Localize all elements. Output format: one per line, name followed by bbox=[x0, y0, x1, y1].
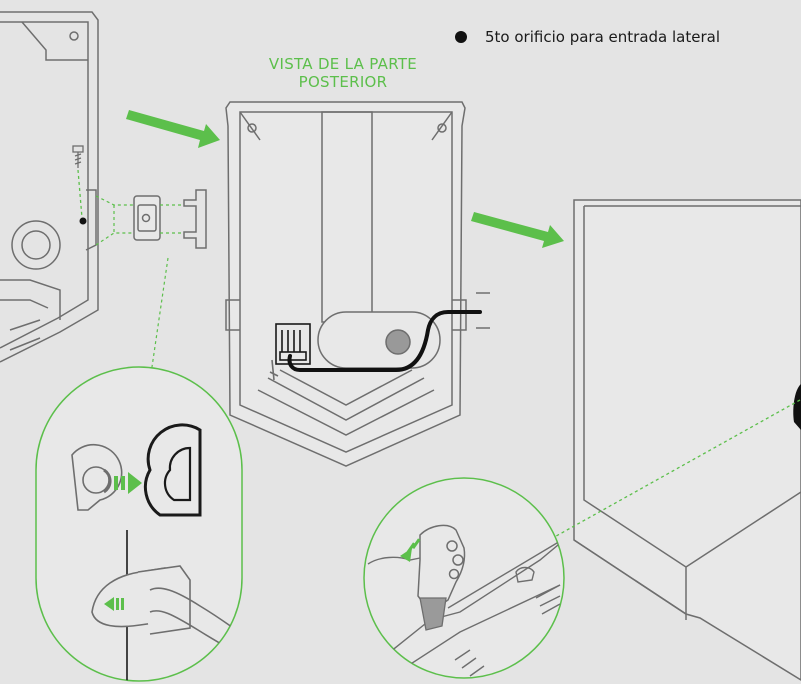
side-entry-hole bbox=[793, 384, 801, 430]
legend-text: 5to orificio para entrada lateral bbox=[485, 28, 720, 46]
rear-view-unit bbox=[225, 101, 490, 467]
legend-bullet-icon bbox=[455, 31, 467, 43]
rear-view-title-line1: VISTA DE LA PARTE bbox=[268, 55, 418, 73]
front-panel bbox=[573, 199, 801, 681]
terminal-block bbox=[269, 323, 311, 381]
screw-icon bbox=[72, 145, 84, 168]
rear-view-title: VISTA DE LA PARTE POSTERIOR bbox=[228, 55, 458, 91]
screw-hole-marker bbox=[79, 217, 87, 225]
screw-guide-line bbox=[77, 169, 83, 219]
grommet-part bbox=[133, 195, 161, 241]
grommet-detail-callout bbox=[35, 366, 243, 682]
knockout-detail-callout bbox=[363, 477, 565, 679]
unit-side-view bbox=[0, 11, 99, 363]
hand-arrow-icon bbox=[400, 538, 421, 562]
legend: 5to orificio para entrada lateral bbox=[455, 26, 720, 48]
direction-arrow-icon-2 bbox=[471, 212, 564, 248]
cable-route bbox=[287, 310, 482, 372]
pull-arrow-icon bbox=[104, 597, 124, 611]
knockout-detail-content bbox=[367, 524, 564, 678]
bracket-part bbox=[183, 189, 207, 249]
grommet-detail-content bbox=[71, 423, 242, 681]
direction-arrow-icon bbox=[126, 110, 220, 148]
push-arrow-icon bbox=[114, 472, 142, 494]
rear-view-title-line2: POSTERIOR bbox=[298, 73, 388, 91]
